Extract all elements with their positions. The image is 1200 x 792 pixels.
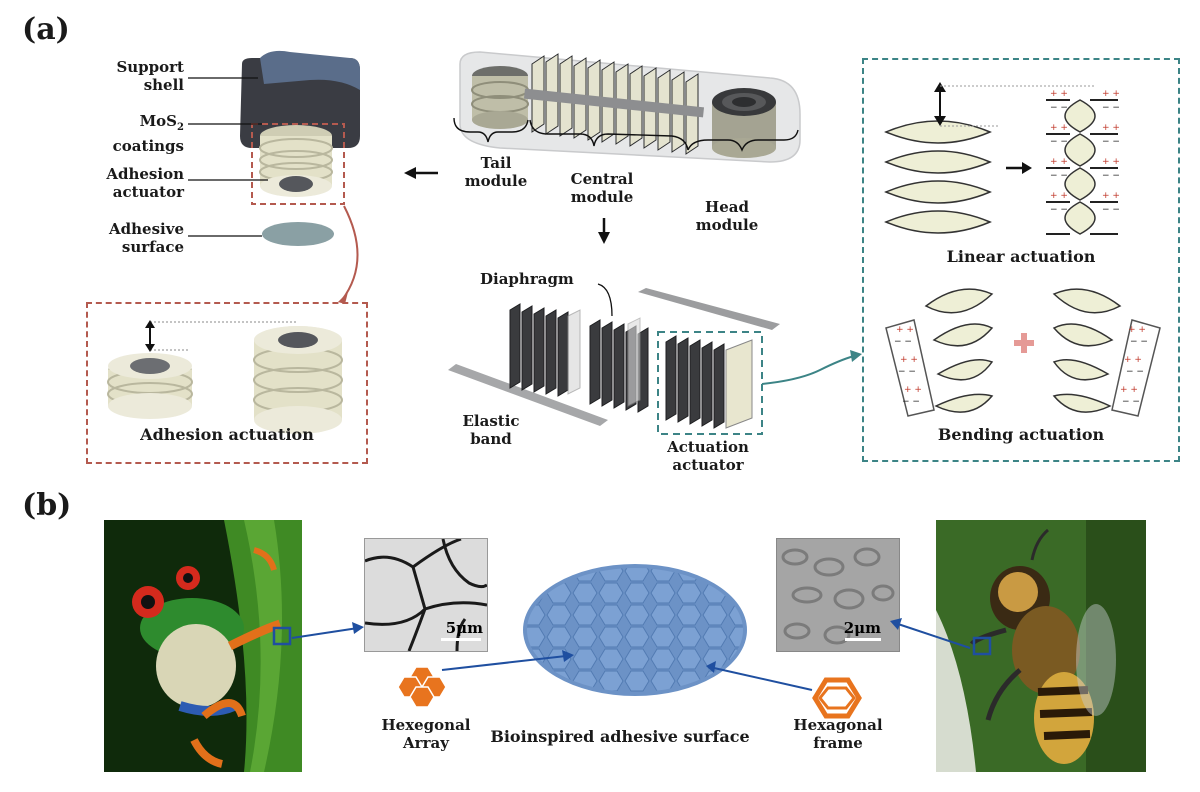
- module-braces: [453, 117, 799, 152]
- svg-text:+ +: + +: [896, 325, 914, 335]
- panel-label-b: (b): [22, 488, 72, 523]
- elastic-band-top: [638, 288, 780, 330]
- svg-text:− −: − −: [1102, 171, 1120, 181]
- teal-connector: [761, 350, 862, 385]
- head-module-label: Head module: [695, 198, 759, 234]
- svg-text:− −: − −: [1050, 171, 1068, 181]
- panel-label-a: (a): [22, 12, 70, 47]
- svg-text:− −: − −: [1050, 137, 1068, 147]
- adhesive-surface-label: Adhesive surface: [109, 220, 184, 256]
- adhesion-actuation-box: Adhesion actuation: [86, 302, 368, 464]
- central-module-label: Central module: [570, 170, 634, 206]
- bee-sem-image: 2μm: [776, 538, 900, 652]
- down-arrow-icon: [598, 218, 610, 244]
- central-module-exploded: [448, 283, 780, 435]
- adhesion-actuation-title: Adhesion actuation: [140, 425, 314, 444]
- svg-text:+ +: + +: [1050, 89, 1068, 99]
- svg-text:+ +: + +: [1128, 325, 1146, 335]
- svg-text:− −: − −: [1102, 103, 1120, 113]
- svg-text:+ +: + +: [904, 385, 922, 395]
- svg-text:+ +: + +: [1120, 385, 1138, 395]
- svg-text:− −: − −: [1050, 205, 1068, 215]
- adhesive-surface-disc: [262, 222, 334, 246]
- svg-text:− −: − −: [902, 397, 920, 407]
- svg-text:+ +: + +: [1102, 123, 1120, 133]
- tail-module-label: Tail module: [464, 154, 528, 190]
- svg-text:+ +: + +: [1050, 157, 1068, 167]
- svg-text:+ +: + +: [1102, 157, 1120, 167]
- support-shell-label: Support shell: [116, 58, 184, 94]
- elastic-band-bottom: [448, 364, 608, 426]
- svg-text:+ +: + +: [900, 355, 918, 365]
- svg-text:− −: − −: [1102, 137, 1120, 147]
- hexagon-frame-icon: [812, 677, 862, 719]
- svg-text:+ +: + +: [1124, 355, 1142, 365]
- bee-photo: [936, 520, 1146, 772]
- adhesion-module-illustration: [240, 50, 360, 246]
- linear-actuated-stack: [1064, 99, 1096, 235]
- linear-relaxed-stack: [884, 120, 992, 234]
- svg-text:− −: − −: [1102, 205, 1120, 215]
- svg-text:+ +: + +: [1102, 89, 1120, 99]
- compressed-stack: [107, 353, 193, 419]
- scale-bar-line-right: [845, 638, 881, 641]
- elastic-band-label: Elastic band: [462, 412, 520, 448]
- svg-text:+ +: + +: [1050, 123, 1068, 133]
- bioinspired-surface-title: Bioinspired adhesive surface: [490, 727, 750, 746]
- left-arrow-icon: [404, 167, 438, 179]
- frog-photo: [104, 520, 302, 772]
- svg-text:− −: − −: [1050, 103, 1068, 113]
- adhesion-actuator-stack: [259, 125, 333, 197]
- actuation-modes-box: + + + + + + + + + + + + + + + + − − − − − − − …: [862, 58, 1180, 462]
- bioinspired-disc: [523, 564, 747, 696]
- bending-right-stack: [1052, 288, 1122, 413]
- svg-text:− −: − −: [898, 367, 916, 377]
- scale-bar-right: 2μm: [843, 619, 881, 637]
- svg-text:− −: − −: [1130, 337, 1148, 347]
- svg-text:− −: − −: [1122, 397, 1140, 407]
- svg-text:− −: − −: [1126, 367, 1144, 377]
- frog-sem-image: 5μm: [364, 538, 488, 652]
- mos2-coatings-label: MoS2 coatings: [112, 112, 184, 155]
- bending-actuation-title: Bending actuation: [937, 425, 1105, 444]
- red-connector: [341, 205, 359, 301]
- diaphragm-label: Diaphragm: [480, 270, 574, 288]
- scale-bar-left: 5μm: [445, 619, 483, 637]
- bending-left-stack: [924, 288, 994, 413]
- hex-array-label: Hexegonal Array: [381, 716, 471, 752]
- hex-frame-label: Hexagonal frame: [793, 716, 883, 752]
- svg-text:+ +: + +: [1050, 191, 1068, 201]
- svg-text:+ +: + +: [1102, 191, 1120, 201]
- expanded-stack: [253, 326, 343, 434]
- scale-bar-line-left: [441, 638, 481, 641]
- linear-actuation-title: Linear actuation: [946, 247, 1096, 266]
- plus-icon: [1014, 333, 1034, 353]
- hexagon-array-icon: [397, 666, 447, 708]
- actuation-actuator-label: Actuation actuator: [667, 438, 749, 474]
- right-arrow-icon: [1006, 162, 1032, 174]
- svg-text:− −: − −: [894, 337, 912, 347]
- adhesion-actuator-label: Adhesion actuator: [106, 165, 184, 201]
